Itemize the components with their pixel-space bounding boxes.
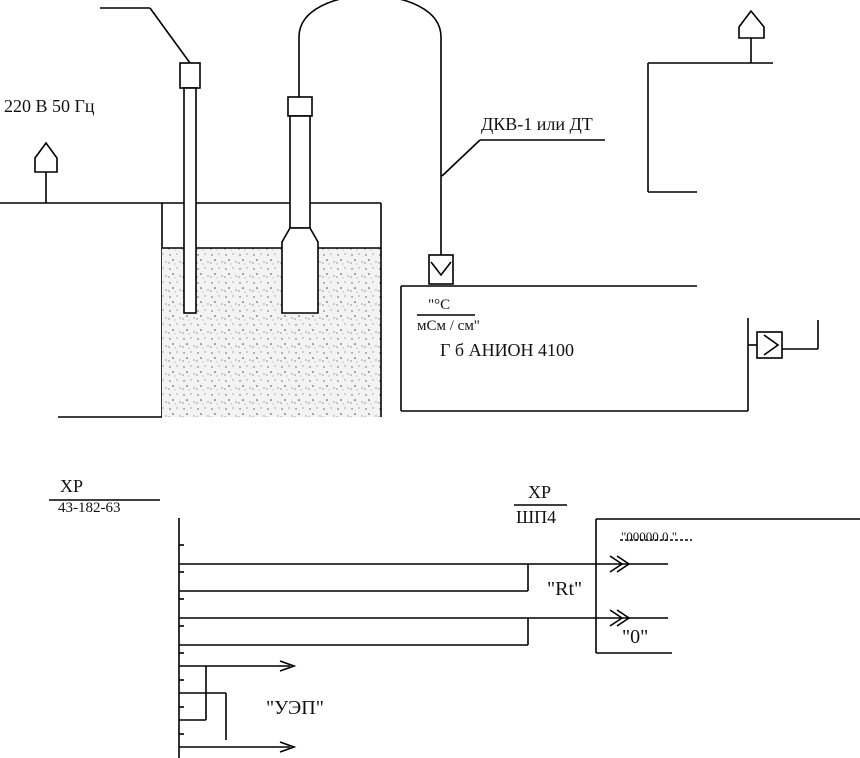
device-box xyxy=(400,285,749,412)
right-panel-box xyxy=(647,62,773,193)
zero-arrow-icon xyxy=(609,609,631,627)
rt-signal-lines xyxy=(179,563,668,592)
uep-label: "УЭП" xyxy=(266,697,324,719)
unit-temp-label: "°С xyxy=(428,297,451,313)
cable-label: ДКВ-1 или ДТ xyxy=(481,114,593,134)
terminal-display-label: "00000.0 " xyxy=(621,529,678,544)
connector-right-bottom-label: ШП4 xyxy=(516,507,557,527)
connector-left-bottom-label: 43-182-63 xyxy=(58,500,121,516)
rt-label: "Rt" xyxy=(547,578,583,600)
connector-pins xyxy=(179,544,184,735)
device-name-label: Г б АНИОН 4100 xyxy=(440,340,575,360)
connector-right-top-label: ХР xyxy=(528,482,552,502)
uep-signal-lines xyxy=(179,660,297,753)
device-plug-icon xyxy=(748,320,819,359)
connector-left-mark xyxy=(49,499,180,758)
conductivity-sensor xyxy=(281,0,605,314)
power-arrow-icon xyxy=(738,9,765,63)
zero-label: "0" xyxy=(622,626,649,648)
rt-arrow-icon xyxy=(609,555,631,573)
zero-signal-lines xyxy=(179,617,668,646)
sensor-plug-icon xyxy=(428,254,454,285)
thermostat-box xyxy=(0,202,163,418)
power-arrow-icon xyxy=(34,141,58,203)
vessel-outline xyxy=(162,202,382,417)
liquid-fill xyxy=(162,248,381,417)
right-terminal-box xyxy=(595,518,860,654)
unit-conductivity-label: мСм / см" xyxy=(417,318,480,334)
power-supply-label: 220 В 50 Гц xyxy=(4,96,95,116)
connector-left-top-label: ХР xyxy=(60,476,84,496)
temperature-probe xyxy=(100,7,201,314)
